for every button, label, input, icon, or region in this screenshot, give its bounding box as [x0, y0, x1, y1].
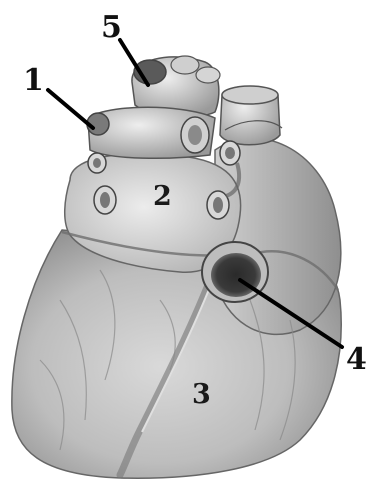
label-1: 1: [23, 66, 44, 96]
aorta-opening: [222, 86, 278, 104]
leader-line-1: [48, 90, 93, 128]
label-4: 4: [346, 345, 367, 375]
label-2: 2: [153, 183, 172, 210]
label-3: 3: [192, 381, 211, 408]
label-5: 5: [101, 13, 122, 43]
